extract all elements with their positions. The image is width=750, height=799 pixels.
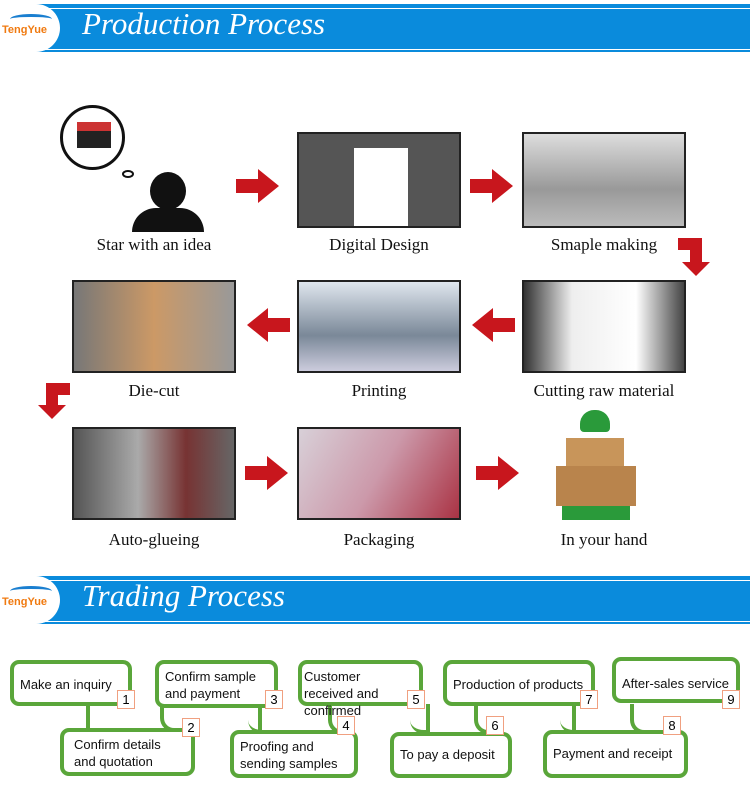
step-number: 7 [580,690,598,709]
packaging-image [297,427,461,520]
trading-step: Production of products [443,660,595,706]
trading-step: Confirm details and quotation [60,728,195,776]
step-number: 4 [337,716,355,735]
cutting-raw-material-image [522,280,686,373]
step-number: 3 [265,690,283,709]
arrow-down-icon [678,238,710,276]
arrow-right-icon [245,456,288,490]
step-number: 2 [182,718,200,737]
trading-step: After-sales service [612,657,740,703]
production-title: Production Process [82,6,326,41]
step-label: Cutting raw material [533,381,675,400]
auto-glueing-image [72,427,236,520]
production-header: TengYue Production Process [0,0,750,56]
printing-image [297,280,461,373]
trading-step: To pay a deposit [390,732,512,778]
trading-step: Customer received and confirmed [298,660,423,718]
step-number: 8 [663,716,681,735]
step-label: Packaging [343,530,415,549]
step-label: Star with an idea [96,235,212,254]
trading-header: TengYue Trading Process [0,572,750,628]
step-label: Printing [351,381,407,400]
digital-design-image [297,132,461,228]
arrow-left-icon [472,308,515,342]
trading-title: Trading Process [82,578,285,613]
step-number: 9 [722,690,740,709]
tengyue-logo: TengYue [0,576,60,624]
step-number: 6 [486,716,504,735]
trading-step: Payment and receipt [543,730,688,778]
arrow-right-icon [470,169,513,203]
step-label: Auto-glueing [108,530,200,549]
flow-arrows [38,169,710,490]
in-your-hand-image [548,410,644,520]
trading-step: Proofing and sending samples [230,730,358,778]
step-label: Smaple making [550,235,658,254]
step-label: Die-cut [128,381,180,400]
arrow-down-icon [38,383,70,419]
arrow-right-icon [476,456,519,490]
trading-step: Confirm sample and payment [155,660,278,708]
step-label: In your hand [560,530,648,549]
step-label: Digital Design [329,235,429,254]
arrow-left-icon [247,308,290,342]
arrow-right-icon [236,169,279,203]
trading-step: Make an inquiry [10,660,132,706]
die-cut-image [72,280,236,373]
step-number: 5 [407,690,425,709]
sample-making-image [522,132,686,228]
step-number: 1 [117,690,135,709]
tengyue-logo: TengYue [0,4,60,52]
idea-icon [60,100,210,232]
